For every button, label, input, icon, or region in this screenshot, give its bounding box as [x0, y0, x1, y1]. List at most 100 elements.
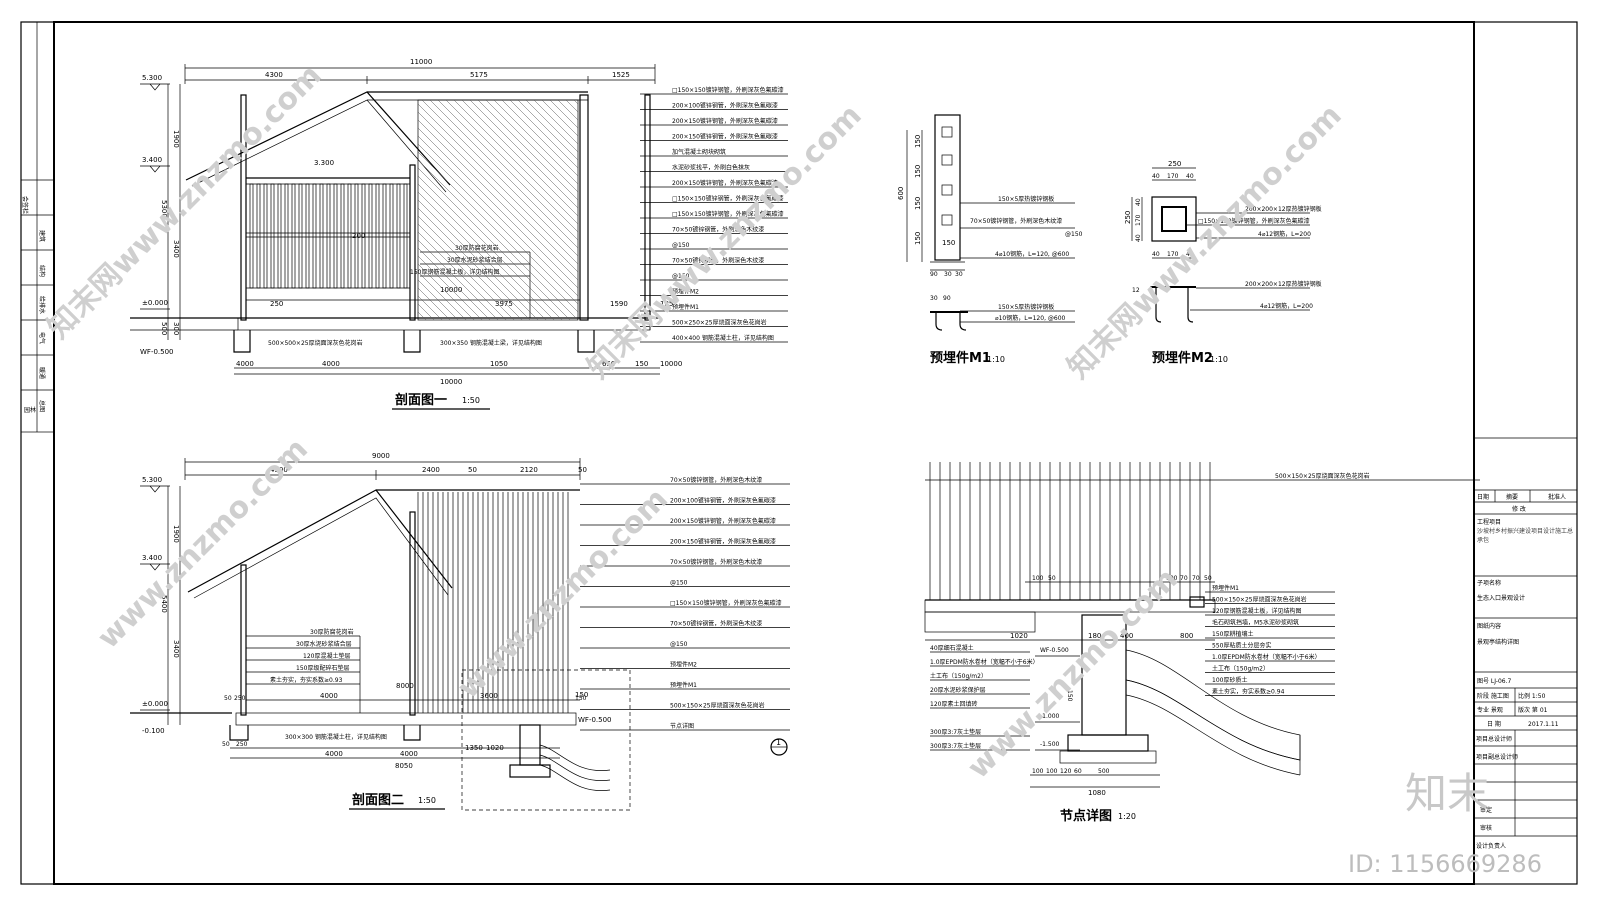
watermark-3: www.znzmo.com [91, 432, 315, 656]
node-dim-15: 1080 [1088, 789, 1106, 797]
s1-hatch-line [437, 99, 579, 241]
s1-hatch-line [421, 99, 579, 257]
node-left-note-6: 300厚3:7灰土垫层 [930, 742, 981, 750]
s1-hatch-line [573, 99, 579, 105]
node-dim-0: 100 [1032, 575, 1044, 582]
s1-hatch-line [417, 103, 579, 265]
s1-hatch-line [429, 99, 579, 249]
m1-note-5: ⌀10钢筋，L=120, @600 [995, 314, 1066, 322]
node-level-0: WF-0.500 [1040, 647, 1069, 654]
m2-note-0: 200×200×12厚热镀锌钢板 [1245, 205, 1322, 213]
strip-label-0: 会签栏 [21, 196, 29, 214]
s1-callout-8: □150×150镀锌钢管，外刷深灰色氟碳漆 [672, 210, 784, 218]
m1-scale: 1:10 [987, 355, 1005, 364]
tb-project-value: 沙坡村乡村振兴建设项目设计施工总承包 [1477, 528, 1574, 544]
node-dim-9: 800 [1180, 632, 1193, 640]
s1-dim-a: 4300 [265, 71, 283, 79]
s1-slat [347, 183, 352, 289]
m1-dim-6: 90 [930, 271, 938, 278]
m1-dim-2: 150 [914, 165, 922, 178]
s1-vdim-1: 5300 [160, 200, 168, 218]
s1-hatch-line [525, 99, 579, 153]
node-dim-1: 50 [1048, 575, 1056, 582]
s2-callout-8: @150 [670, 641, 688, 648]
s2-level-neg: -0.100 [142, 727, 165, 735]
node-level-2: -1.500 [1040, 741, 1060, 748]
tb-role-3: 审核 [1480, 824, 1492, 832]
s1-inner-10000: 10000 [440, 286, 462, 294]
s2-callout-11: 500×150×25厚烧面深灰色花岗岩 [670, 702, 765, 710]
s1-bdim-10: 10000 [440, 378, 462, 386]
s1-dim-c: 1525 [612, 71, 630, 79]
node-right-note-0: 预埋件M1 [1212, 584, 1239, 592]
s2-bdim-3: 4000 [400, 750, 418, 758]
s1-hatch-line [417, 167, 571, 321]
node-dim-12: 120 [1060, 768, 1072, 775]
section-1-drawing: 11000 4300 5175 1525 5.300 3.400 ±0.000 … [130, 58, 788, 410]
s1-callout-10: @150 [672, 242, 690, 249]
m1-note-1: 70×50镀锌钢管，外刷深色木纹漆 [970, 217, 1062, 225]
node-dim-4: 70 [1192, 575, 1200, 582]
s1-bdim-7: 650 [602, 360, 615, 368]
s1-slat [319, 183, 324, 289]
left-signature-strip: 会签栏 建筑 结构 给排水 电气 暖通 总图 园林 [20, 21, 55, 433]
s1-hatch-line [417, 143, 579, 305]
s1-hatch-line [417, 279, 459, 321]
s1-bdim-9: 10000 [660, 360, 682, 368]
node-right-note-3: 毛石砌筑挡墙，M5水泥砂浆砌筑 [1212, 619, 1299, 627]
sheet-frame [20, 21, 1578, 885]
node-left-note-2: 土工布（150g/m2） [930, 672, 987, 680]
s1-hatch-line [417, 111, 579, 273]
m2-dim-0: 250 [1168, 160, 1181, 168]
m2-dim-11: 12 [1132, 287, 1140, 294]
m2-title: 预埋件M2 [1152, 350, 1213, 366]
s1-hatch-line [417, 255, 483, 321]
s1-hatch-line [417, 159, 579, 321]
s1-callout-1: 200×100镀锌钢管，外刷深灰色氟碳漆 [672, 102, 778, 110]
m2-note-3: 200×200×12厚热镀锌钢板 [1245, 280, 1322, 288]
tb-phase: 阶段 施工图 [1477, 692, 1509, 700]
m2-dim-8: 40 [1152, 251, 1160, 258]
node-scale: 1:20 [1118, 812, 1136, 821]
s1-hatch-line [417, 247, 491, 321]
s1-hatch-line [485, 99, 579, 193]
m1-dim-7: 30 [944, 271, 952, 278]
s1-hatch-line [533, 99, 579, 145]
section-1-scale: 1:50 [462, 396, 480, 405]
m2-dim-4: 250 [1124, 211, 1132, 224]
s1-hatch-line [417, 207, 531, 321]
s1-hatch-line [417, 239, 499, 321]
s2-level-zero: ±0.000 [142, 700, 168, 708]
watermark-0: 知末网www.znzmo.com [41, 58, 329, 346]
s2-callout-6: □150×150镀锌钢管，外刷深灰色氟碳漆 [670, 599, 782, 607]
m1-dim-5: 150 [942, 239, 955, 247]
s1-hatch-line [417, 311, 427, 321]
m1-dim-1: 150 [914, 135, 922, 148]
s1-callout-13: 预埋件M2 [672, 288, 699, 296]
m2-dim-7: 40 [1135, 234, 1142, 242]
node-dim-3: 70 [1180, 575, 1188, 582]
s1-slat [340, 183, 345, 289]
s1-slat [263, 183, 268, 289]
m1-title: 预埋件M1 [930, 350, 991, 366]
node-dim-5: 50 [1204, 575, 1212, 582]
s1-hatch-line [557, 99, 579, 121]
node-right-note-6: 1.0厚EPDM防水卷材（宽幅不小于6米） [1212, 653, 1321, 661]
m2-dim-1: 40 [1152, 173, 1160, 180]
s1-callout-16: 400×400 钢筋混凝土柱，详见结构图 [672, 334, 774, 342]
s2-inner-note-1: 30厚水泥砂浆结合层 [296, 640, 352, 648]
m1-note-2: @150 [1065, 231, 1083, 238]
node-right-note-9: 素土夯实，夯实系数≥0.94 [1212, 688, 1285, 696]
s1-hatch-line [445, 99, 579, 233]
strip-label-7: 园林 [24, 406, 36, 414]
m1-note-0: 150×5厚热镀锌钢板 [998, 195, 1054, 203]
s1-hatch-line [417, 199, 539, 321]
s1-bdim-0: 250 [270, 300, 283, 308]
s2-callout-1: 200×100镀锌钢管，外刷深灰色氟碳漆 [670, 497, 776, 505]
strip-label-3: 给排水 [38, 296, 46, 314]
m2-dim-6: 170 [1135, 214, 1142, 226]
tb-role-1: 项目副总设计师 [1476, 753, 1518, 761]
s2-inner-dim-1: 3600 [480, 692, 498, 700]
s1-hatch-line [417, 287, 451, 321]
